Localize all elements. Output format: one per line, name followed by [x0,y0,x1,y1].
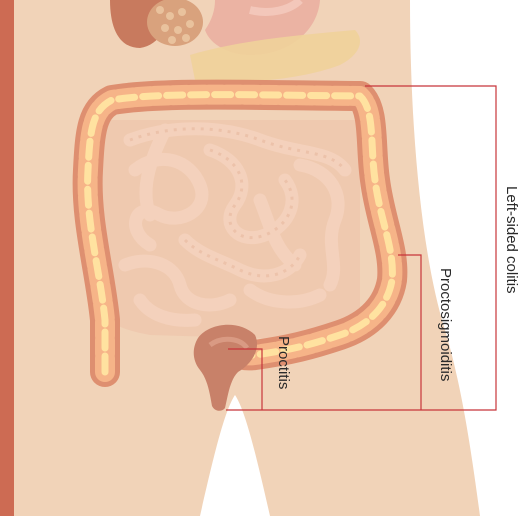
label-proctosigmoiditis: Proctosigmoiditis [438,268,453,381]
label-left-sided-colitis: Left-sided colitis [504,186,519,294]
label-proctitis: Proctitis [276,336,291,389]
